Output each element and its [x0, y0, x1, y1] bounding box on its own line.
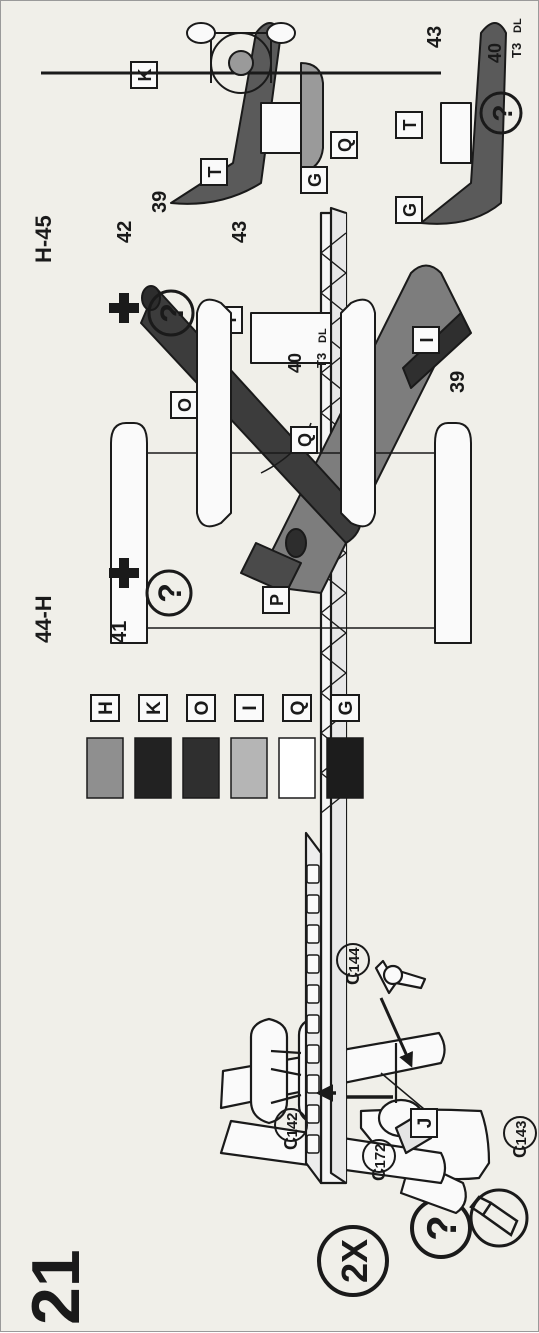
decal-42: 42: [114, 221, 136, 243]
decal-39-left: 39: [447, 371, 469, 393]
code-44-h: 44-H: [31, 595, 56, 643]
multiplier-badge: 2X: [317, 1225, 389, 1297]
question-mark-under-left: ?: [152, 583, 188, 603]
color-swatch-g: [326, 737, 364, 799]
front-view: [41, 22, 441, 94]
paint-tag-p: P: [267, 594, 287, 606]
propeller-part: [374, 959, 427, 995]
side-view-upper: [170, 22, 324, 205]
question-mark-under-right: ?: [154, 303, 190, 323]
color-swatch-i: [230, 737, 268, 799]
side-view-labels: 43 43 40 40 T T G G Q K ? T: [130, 18, 524, 373]
question-mark: ?: [418, 1215, 465, 1241]
paint-tag-i-left: I: [417, 337, 437, 342]
paint-tag-j: J: [380, 1072, 438, 1138]
part-c172-number: 172: [372, 1143, 389, 1168]
color-swatch-h: [86, 737, 124, 799]
code-t3-lower: T3: [509, 43, 524, 58]
part-callout-c144: C 144: [336, 943, 370, 985]
decal-39-right: 39: [149, 191, 171, 213]
propeller-arrow: [379, 997, 413, 1068]
code-h-45: H-45: [31, 215, 56, 263]
paint-tag-g-lower: G: [400, 203, 420, 217]
question-mark-side: ?: [487, 104, 518, 121]
part-callouts: C 143 C 142 C 144 C 172: [274, 943, 537, 1181]
question-badge-under-left: ?: [145, 569, 193, 617]
paint-tag-k: K: [135, 69, 155, 82]
color-key-label-h: H: [96, 701, 117, 715]
question-badge-under-right: ?: [147, 289, 195, 337]
decal-40-lower: 40: [485, 43, 505, 63]
color-swatch-q: [278, 737, 316, 799]
side-view-lower: [420, 22, 507, 225]
decal-41: 41: [109, 621, 131, 643]
under-view-markings: 41 42 ? ? 44-H H-45 Q: [31, 215, 318, 643]
color-key-labels: H K O I Q G: [90, 694, 360, 722]
decal-43-lower: 43: [424, 26, 446, 48]
color-key-label-o: O: [192, 701, 213, 716]
glue-icon: [469, 1188, 529, 1248]
code-dl-upper: DL: [317, 328, 329, 343]
color-key-label-q: Q: [288, 701, 309, 716]
step-number: 21: [18, 1249, 94, 1325]
color-key-swatches: [86, 737, 364, 799]
color-key: H K O I Q G: [86, 694, 364, 799]
color-key-label-k: K: [144, 701, 165, 715]
part-callout-c172: C 172: [362, 1139, 396, 1181]
paint-tag-q-under: Q: [295, 433, 315, 447]
color-key-label-g: G: [336, 701, 357, 716]
color-swatch-o: [182, 737, 220, 799]
color-swatch-k: [134, 737, 172, 799]
multiplier-label: 2X: [334, 1239, 375, 1283]
cross-marking-right: [109, 293, 139, 323]
cross-marking-left: [109, 558, 139, 588]
code-dl-lower: DL: [512, 18, 524, 33]
paint-tag-t-upper: T: [205, 167, 225, 178]
paint-tag-t-lower: T: [400, 120, 420, 131]
paint-tag-q-side: Q: [335, 138, 355, 152]
paint-tag-j-letter: J: [415, 1118, 436, 1129]
code-t3-upper: T3: [314, 353, 329, 368]
part-c143-number: 143: [513, 1120, 530, 1145]
question-badge-side: ?: [479, 91, 523, 135]
decal-43-upper: 43: [229, 221, 251, 243]
decal-40-upper: 40: [285, 353, 305, 373]
part-c144-number: 144: [346, 947, 363, 973]
part-c142-number: 142: [284, 1112, 301, 1137]
paint-tag-g-upper: G: [305, 173, 325, 187]
paint-tag-o: O: [175, 398, 195, 412]
color-key-label-i: I: [240, 705, 261, 710]
part-callout-c143: C 143: [503, 1116, 537, 1158]
part-callout-c142: C 142: [274, 1108, 308, 1150]
step-header: 21 ? 2X: [18, 1188, 529, 1325]
